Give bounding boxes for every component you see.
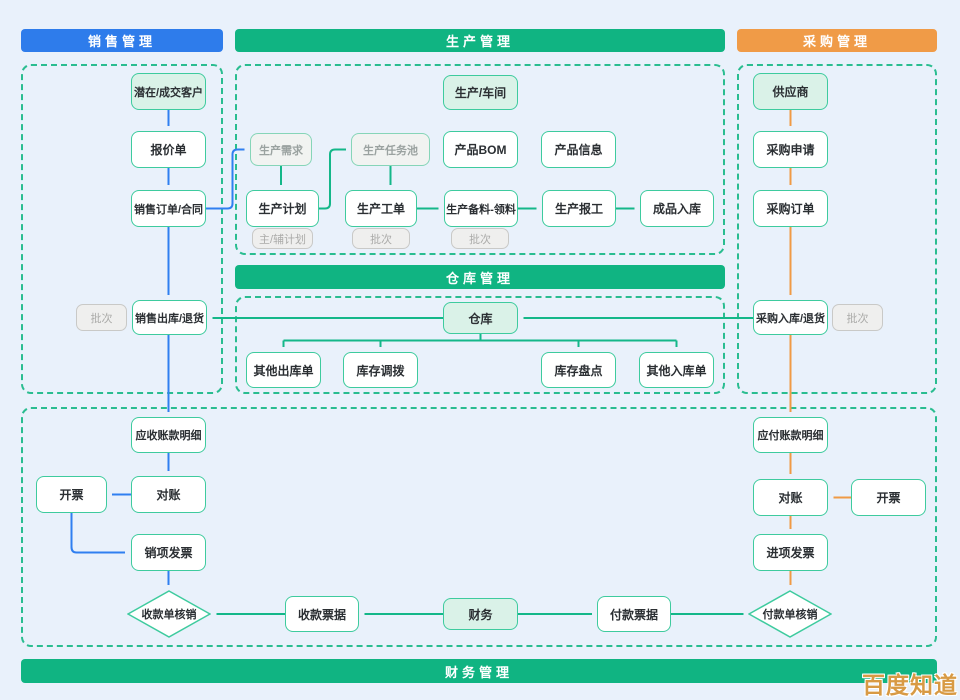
zone-warehouse bbox=[235, 296, 725, 394]
header-warehouse-management: 仓库管理 bbox=[235, 265, 725, 289]
zone-procurement bbox=[737, 64, 937, 394]
node-payment-note: 付款票据 bbox=[597, 596, 671, 632]
node-purchase-inbound: 采购入库/退货 bbox=[753, 300, 828, 335]
diamond-shape bbox=[748, 590, 832, 638]
node-input-invoice: 进项发票 bbox=[753, 534, 828, 571]
node-purchase-invoicing: 开票 bbox=[851, 479, 926, 516]
node-production-plan: 生产计划 bbox=[246, 190, 319, 227]
diamond-receipt-writeoff-label: 收款单核销 bbox=[141, 609, 197, 621]
node-output-invoice: 销项发票 bbox=[131, 534, 206, 571]
diamond-payment-writeoff-label: 付款单核销 bbox=[762, 609, 818, 621]
node-supplier: 供应商 bbox=[753, 73, 828, 110]
node-other-outbound: 其他出库单 bbox=[246, 352, 321, 388]
tag-purchase-batch: 批次 bbox=[832, 304, 883, 331]
baidu-zhidao-watermark: 百度知道 bbox=[862, 672, 958, 698]
header-sales-management: 销售管理 bbox=[21, 29, 223, 52]
tag-work-order-batch: 批次 bbox=[352, 228, 410, 249]
node-product-info: 产品信息 bbox=[541, 131, 616, 168]
node-stock-transfer: 库存调拨 bbox=[343, 352, 418, 388]
node-sales-outbound: 销售出库/退货 bbox=[132, 300, 207, 335]
node-stocktake: 库存盘点 bbox=[541, 352, 616, 388]
node-task-pool: 生产任务池 bbox=[351, 133, 430, 166]
tag-sales-batch: 批次 bbox=[76, 304, 127, 331]
node-sales-reconcile: 对账 bbox=[131, 476, 206, 513]
node-purchase-reconcile: 对账 bbox=[753, 479, 828, 516]
node-purchase-order: 采购订单 bbox=[753, 190, 828, 227]
header-finance-management: 财务管理 bbox=[21, 659, 937, 683]
tag-material-batch: 批次 bbox=[451, 228, 509, 249]
header-production-management: 生产管理 bbox=[235, 29, 725, 52]
zone-finance bbox=[21, 407, 937, 647]
node-receipt-note: 收款票据 bbox=[285, 596, 359, 632]
node-other-inbound: 其他入库单 bbox=[639, 352, 714, 388]
node-sales-invoicing: 开票 bbox=[36, 476, 107, 513]
tag-main-aux-plan: 主/辅计划 bbox=[252, 228, 313, 249]
node-quotation: 报价单 bbox=[131, 131, 206, 168]
diamond-shape bbox=[127, 590, 211, 638]
header-procurement-management: 采购管理 bbox=[737, 29, 937, 52]
node-payable-detail: 应付账款明细 bbox=[753, 417, 828, 453]
node-production-report: 生产报工 bbox=[542, 190, 616, 227]
node-receivable-detail: 应收账款明细 bbox=[131, 417, 206, 453]
diamond-payment-writeoff: 付款单核销 bbox=[748, 590, 832, 638]
node-production-demand: 生产需求 bbox=[250, 133, 312, 166]
zone-sales bbox=[21, 64, 223, 394]
node-finished-inbound: 成品入库 bbox=[640, 190, 714, 227]
node-potential-customer: 潜在/成交客户 bbox=[131, 73, 206, 110]
node-workshop: 生产/车间 bbox=[443, 75, 518, 110]
node-sales-order: 销售订单/合同 bbox=[131, 190, 206, 227]
node-work-order: 生产工单 bbox=[345, 190, 417, 227]
diamond-receipt-writeoff: 收款单核销 bbox=[127, 590, 211, 638]
node-purchase-request: 采购申请 bbox=[753, 131, 828, 168]
node-product-bom: 产品BOM bbox=[443, 131, 518, 168]
node-warehouse: 仓库 bbox=[443, 302, 518, 334]
node-finance: 财务 bbox=[443, 598, 518, 630]
node-material-picking: 生产备料-领料 bbox=[444, 190, 518, 227]
